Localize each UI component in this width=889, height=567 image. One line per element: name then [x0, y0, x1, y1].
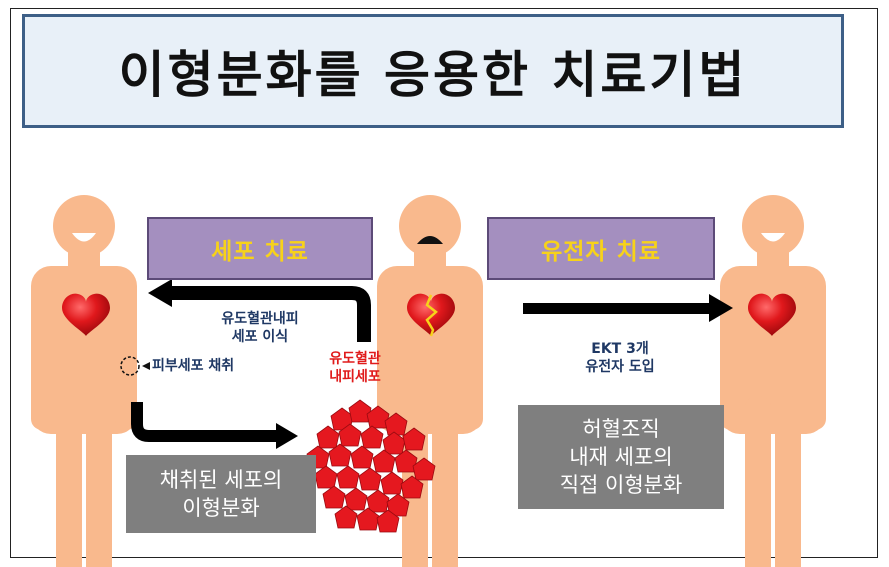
differentiation-arrow [131, 402, 298, 449]
induced-cells-line-1: 유도혈관 [329, 351, 381, 367]
skin-sample-circle [120, 356, 140, 376]
right-box-line-1: 허혈조직 [582, 417, 660, 441]
transplant-line-1: 유도혈관내피 [221, 311, 299, 327]
ekt-line-1: EKT 3개 [591, 341, 649, 357]
right-box-line-3: 직접 이형분화 [559, 473, 683, 497]
transplant-line-2: 세포 이식 [231, 329, 289, 345]
transplant-label: 유도혈관내피 세포 이식 [195, 310, 325, 346]
transplant-arrow [148, 279, 371, 342]
gene-therapy-arrow [523, 294, 733, 322]
skin-pointer-icon [142, 362, 150, 370]
right-description-box: 허혈조직 내재 세포의 직접 이형분화 [518, 405, 724, 509]
cell-therapy-text: 세포 치료 [211, 238, 309, 265]
smile-right [761, 233, 785, 242]
frown-middle [417, 236, 443, 244]
cell-therapy-label: 세포 치료 [147, 217, 373, 280]
smile-left [72, 233, 96, 242]
page-title: 이형분화를 응용한 치료기법 [118, 46, 748, 104]
ekt-label: EKT 3개 유전자 도입 [555, 340, 685, 376]
gene-therapy-label: 유전자 치료 [487, 217, 715, 280]
left-description-box: 채취된 세포의 이형분화 [126, 455, 316, 533]
broken-heart-icon [407, 293, 455, 337]
skin-cell-text: 피부세포 채취 [152, 358, 235, 374]
induced-cells-label: 유도혈관 내피세포 [310, 350, 400, 386]
right-box-line-2: 내재 세포의 [569, 445, 673, 469]
person-right [720, 195, 826, 567]
skin-cell-label: 피부세포 채취 [152, 357, 234, 375]
person-left [31, 195, 137, 567]
left-box-line-1: 채취된 세포의 [159, 468, 283, 492]
title-box: 이형분화를 응용한 치료기법 [22, 14, 844, 128]
ekt-line-2: 유전자 도입 [585, 359, 655, 375]
left-box-line-2: 이형분화 [182, 496, 260, 520]
gene-therapy-text: 유전자 치료 [541, 238, 661, 265]
induced-cells-line-2: 내피세포 [329, 369, 381, 385]
